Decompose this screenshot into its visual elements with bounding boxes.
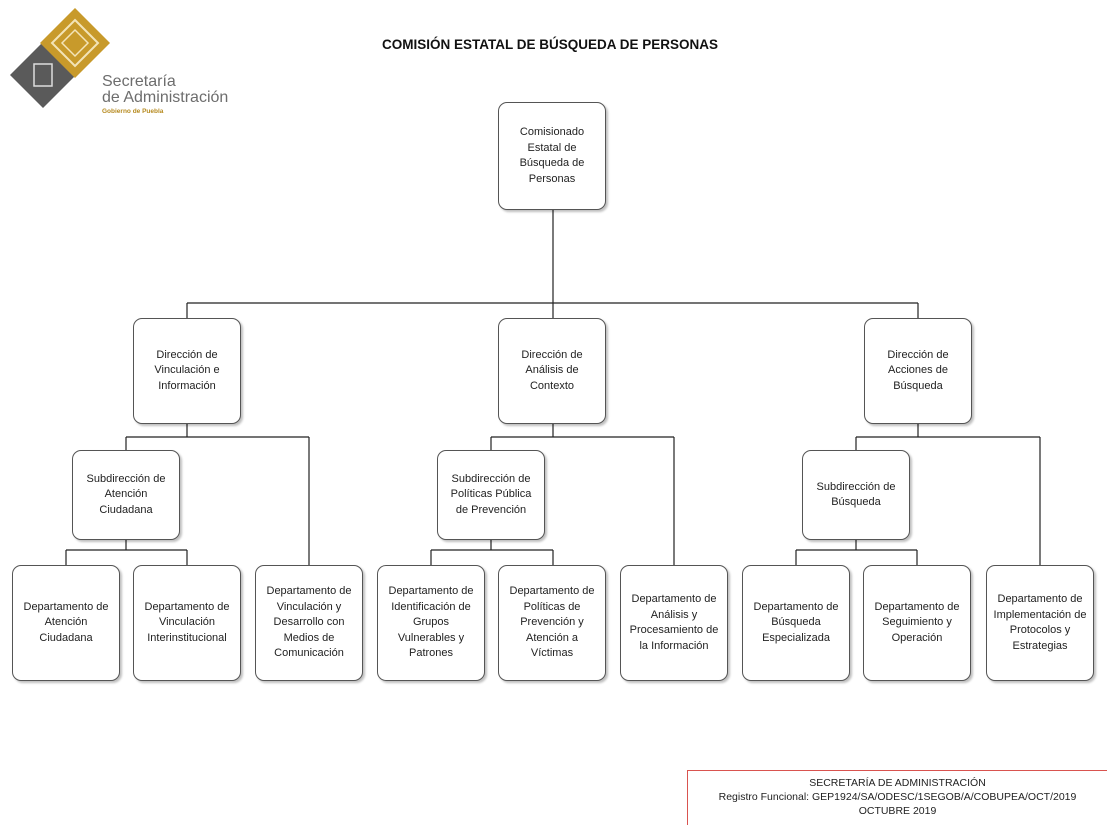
org-box-comisionado: Comisionado Estatal de Búsqueda de Perso… [498, 102, 606, 210]
org-box-label: Dirección de Vinculación e Información [154, 348, 220, 392]
org-box-label: Departamento de Atención Ciudadana [23, 600, 109, 644]
org-box-label: Dirección de Análisis de Contexto [521, 348, 583, 392]
registration-footer: SECRETARÍA DE ADMINISTRACIÓN Registro Fu… [687, 770, 1107, 825]
org-box-depto-analisis: Departamento de Análisis y Procesamiento… [620, 565, 728, 681]
logo: Secretaría de Administración Gobierno de… [6, 6, 246, 116]
org-box-subdireccion-atencion: Subdirección de Atención Ciudadana [72, 450, 180, 540]
org-box-depto-protocolos: Departamento de Implementación de Protoc… [986, 565, 1094, 681]
footer-line-3: OCTUBRE 2019 [858, 805, 937, 817]
logo-line-3: Gobierno de Puebla [102, 108, 164, 115]
org-box-label: Dirección de Acciones de Búsqueda [887, 348, 949, 392]
document-title: COMISIÓN ESTATAL DE BÚSQUEDA DE PERSONAS [381, 37, 719, 52]
org-box-subdireccion-busqueda: Subdirección de Búsqueda [802, 450, 910, 540]
org-box-depto-vinculacion-interinstitucional: Departamento de Vinculación Interinstitu… [133, 565, 241, 681]
puebla-emblem-icon [10, 8, 110, 108]
org-box-direccion-analisis: Dirección de Análisis de Contexto [498, 318, 606, 424]
org-box-label: Departamento de Implementación de Protoc… [993, 593, 1087, 652]
org-box-label: Departamento de Políticas de Prevención … [509, 585, 595, 660]
org-box-label: Departamento de Vinculación Interinstitu… [144, 600, 230, 644]
org-box-depto-busqueda-especializada: Departamento de Búsqueda Especializada [742, 565, 850, 681]
org-box-label: Departamento de Seguimiento y Operación [874, 600, 960, 644]
org-box-depto-medios: Departamento de Vinculación y Desarrollo… [255, 565, 363, 681]
org-box-depto-grupos-vulnerables: Departamento de Identificación de Grupos… [377, 565, 485, 681]
org-box-depto-seguimiento: Departamento de Seguimiento y Operación [863, 565, 971, 681]
org-box-depto-politicas-prevencion: Departamento de Políticas de Prevención … [498, 565, 606, 681]
org-box-depto-atencion-ciudadana: Departamento de Atención Ciudadana [12, 565, 120, 681]
org-box-label: Subdirección de Atención Ciudadana [86, 472, 166, 516]
org-box-label: Departamento de Análisis y Procesamiento… [629, 593, 719, 652]
logo-line-1: Secretaría [102, 73, 176, 90]
org-box-label: Departamento de Identificación de Grupos… [388, 585, 474, 660]
org-box-subdireccion-politicas: Subdirección de Políticas Pública de Pre… [437, 450, 545, 540]
org-box-label: Departamento de Búsqueda Especializada [753, 600, 839, 644]
org-box-label: Subdirección de Búsqueda [816, 480, 896, 509]
logo-line-2: de Administración [102, 89, 229, 106]
org-box-direccion-vinculacion: Dirección de Vinculación e Información [133, 318, 241, 424]
footer-line-2: Registro Funcional: GEP1924/SA/ODESC/1SE… [718, 791, 1077, 803]
org-box-label: Subdirección de Políticas Pública de Pre… [450, 472, 532, 516]
org-box-label: Departamento de Vinculación y Desarrollo… [266, 585, 352, 660]
org-box-label: Comisionado Estatal de Búsqueda de Perso… [519, 126, 585, 185]
footer-line-1: SECRETARÍA DE ADMINISTRACIÓN [809, 777, 986, 789]
logo-text: Secretaría de Administración Gobierno de… [102, 74, 228, 118]
org-box-direccion-acciones: Dirección de Acciones de Búsqueda [864, 318, 972, 424]
